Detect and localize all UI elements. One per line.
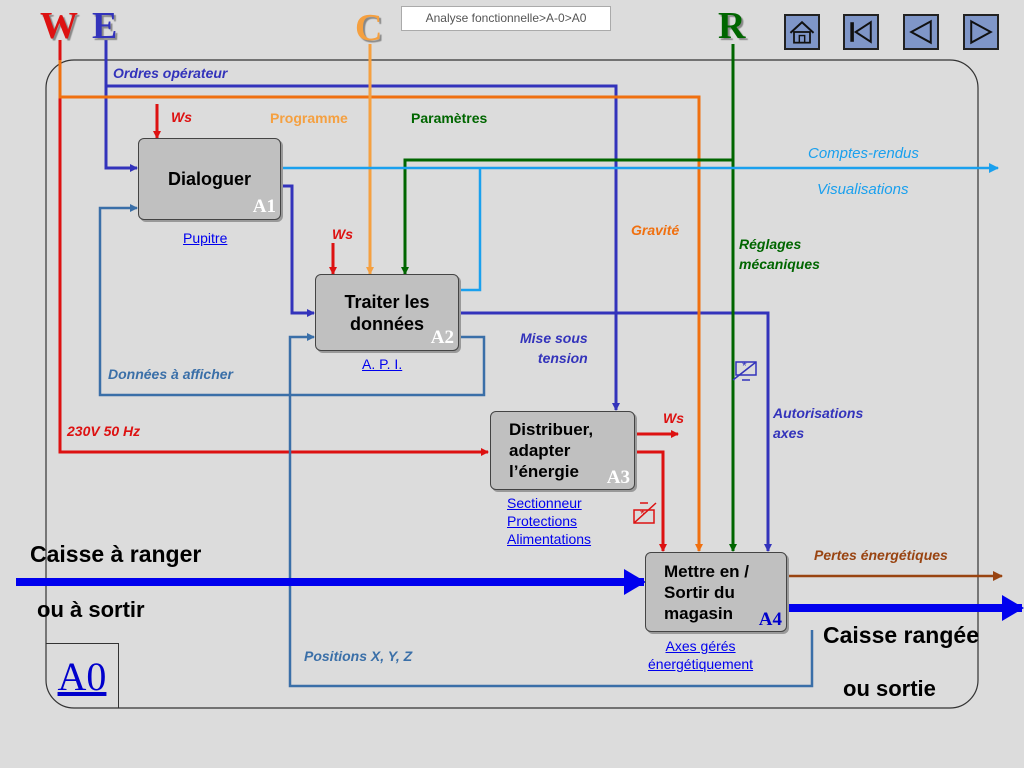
label-ws-2: Ws (332, 226, 353, 242)
box-a2-label: Traiter les données (344, 291, 430, 334)
label-mise-sous-tension: Mise sous tension (520, 330, 588, 366)
label-reglages: Réglages mécaniques (739, 236, 820, 272)
input-caisse-line2: ou à sortir (37, 597, 145, 622)
tunnel-star-2: * (640, 507, 645, 521)
mechanism-pupitre[interactable]: Pupitre (183, 230, 228, 246)
prev-button[interactable] (903, 14, 939, 50)
tunnel-star-1: * (742, 359, 747, 373)
main-flow-arrows (16, 569, 1024, 621)
label-autorisations-axes: Autorisations axes (773, 405, 864, 441)
home-button[interactable] (784, 14, 820, 50)
box-a3[interactable]: Distribuer, adapter l’énergie A3 (490, 411, 635, 490)
gravite-line (58, 60, 703, 552)
letter-e: E (92, 5, 118, 47)
box-a4-label: Mettre en / Sortir du magasin (664, 561, 750, 623)
first-icon (850, 20, 872, 44)
label-donnees-a-afficher: Données à afficher (108, 366, 234, 382)
prev-icon (909, 19, 932, 45)
label-ws-1: Ws (171, 109, 192, 125)
box-a3-label: Distribuer, adapter l’énergie (509, 420, 594, 481)
e-order-lines (104, 40, 772, 552)
next-icon (970, 19, 993, 45)
box-a4-number: A4 (758, 609, 782, 630)
first-button[interactable] (843, 14, 879, 50)
box-a1[interactable]: Dialoguer A1 (138, 138, 281, 220)
home-icon (789, 20, 815, 44)
tunnel-symbol-2 (633, 502, 657, 524)
label-parametres: Paramètres (411, 110, 488, 126)
label-programme: Programme (270, 110, 348, 126)
letter-w: W (40, 5, 78, 47)
feedback-lines (98, 204, 814, 688)
label-comptes-rendus: Comptes-rendus (808, 145, 919, 162)
next-button[interactable] (963, 14, 999, 50)
label-visualisations: Visualisations (817, 181, 909, 198)
mechanism-axes[interactable]: Axes gérés énergétiquement (648, 638, 754, 672)
breadcrumb[interactable]: Analyse fonctionnelle>A-0>A0 (401, 6, 611, 31)
box-a1-number: A1 (252, 196, 276, 217)
input-caisse-line1: Caisse à ranger (30, 541, 202, 567)
diagram-id[interactable]: A0 (46, 643, 119, 708)
label-positions-xyz: Positions X, Y, Z (304, 648, 413, 664)
box-a4[interactable]: Mettre en / Sortir du magasin A4 (645, 552, 787, 632)
mechanism-sectionneur[interactable]: Sectionneur Protections Alimentations (507, 495, 592, 547)
label-pertes-energetiques: Pertes énergétiques (814, 547, 948, 563)
box-a1-label: Dialoguer (167, 169, 251, 189)
letter-c: C (355, 7, 383, 49)
letter-r: R (718, 5, 746, 47)
output-caisse-line1: Caisse rangée (823, 622, 979, 648)
label-230v: 230V 50 Hz (67, 423, 141, 439)
diagram-frame (45, 59, 979, 709)
box-a2-number: A2 (430, 327, 454, 348)
tunnel-symbol-1 (732, 361, 757, 381)
label-ordres-operateur: Ordres opérateur (113, 65, 228, 81)
output-caisse-line2: ou sortie (843, 676, 936, 701)
w-energy-lines (58, 40, 679, 552)
r-reglages-lines (401, 44, 737, 552)
comptes-rendus-lines (280, 163, 999, 292)
box-a2[interactable]: Traiter les données A2 (315, 274, 459, 351)
label-gravite: Gravité (631, 222, 680, 238)
box-a3-number: A3 (606, 467, 630, 488)
label-ws-3: Ws (663, 410, 684, 426)
mechanism-api[interactable]: A. P. I. (362, 356, 403, 372)
